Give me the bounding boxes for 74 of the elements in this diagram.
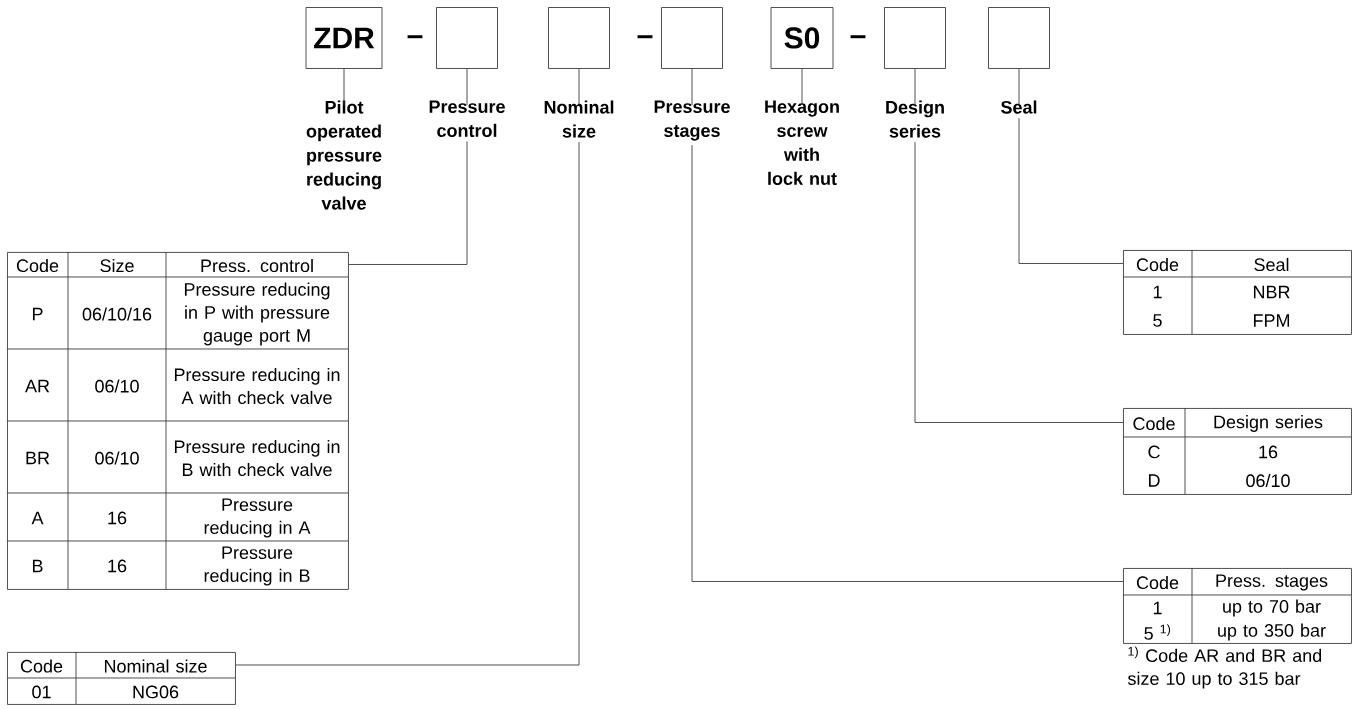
- table-cell: 1: [1153, 601, 1162, 615]
- table-cell: 16: [1259, 445, 1278, 459]
- table-cell: FPM: [1254, 314, 1290, 327]
- table-cell: Pressure reducing in B with check valve: [174, 439, 340, 477]
- code-box: S0: [770, 7, 834, 69]
- code-table: [1122, 407, 1352, 495]
- table-cell: 01: [32, 685, 51, 699]
- field-label: Pilot operated pressure reducing valve: [306, 100, 382, 210]
- table-cell: C: [1148, 445, 1160, 459]
- table-cell: 5: [1153, 314, 1162, 327]
- field-label: Pressure control: [429, 100, 505, 137]
- table-cell: up to 70 bar: [1223, 599, 1321, 617]
- table-cell: NBR: [1254, 285, 1290, 299]
- table-cell: Seal: [1254, 257, 1289, 272]
- table-cell: Size: [100, 258, 134, 273]
- field-label: Hexagon screw with lock nut: [765, 100, 839, 185]
- leader-line: [914, 68, 916, 106]
- table-cell: A: [31, 511, 44, 525]
- table-cell: 16: [108, 511, 127, 525]
- table-cell: Pressure reducing in A with check valve: [174, 367, 340, 405]
- table-cell: D: [1149, 474, 1160, 487]
- table-cell: Press. control: [201, 258, 313, 273]
- table-cell: Pressure reducing in A: [204, 498, 311, 538]
- table-cell: Nominal size: [104, 659, 207, 673]
- field-label: Seal: [1001, 100, 1037, 114]
- table-cell: P: [33, 307, 43, 321]
- leader-line: [343, 68, 345, 106]
- leader-line: [691, 144, 1124, 582]
- field-label: Pressure stages: [654, 100, 730, 141]
- table-cell: 16: [108, 559, 127, 573]
- table-cell: Code: [20, 659, 63, 673]
- code-box: [661, 7, 723, 69]
- code-box: [988, 7, 1050, 69]
- field-label: Design series: [886, 100, 944, 138]
- leader-line: [1018, 117, 1124, 264]
- code-box: ZDR: [305, 7, 383, 69]
- table-cell: AR: [25, 379, 50, 393]
- table-cell: up to 350 bar: [1218, 623, 1326, 641]
- code-box: [436, 7, 498, 69]
- table-cell: BR: [26, 451, 50, 465]
- leader-line: [348, 141, 468, 265]
- code-table: [1122, 567, 1352, 644]
- table-cell: 5 $^{1)}$: [1144, 624, 1171, 640]
- leader-line: [235, 141, 580, 666]
- table-cell: Code: [1136, 575, 1179, 590]
- table-cell: NG06: [133, 685, 179, 699]
- code-table: [6, 651, 236, 705]
- table-cell: 1: [1153, 285, 1162, 299]
- table-cell: B: [33, 559, 43, 573]
- leader-line: [1018, 68, 1020, 106]
- table-cell: 06/10: [95, 451, 139, 465]
- table-cell: Pressure reducing in P with pressure gauge port M: [184, 282, 330, 346]
- table-cell: 06/10: [95, 379, 139, 393]
- code-table: [6, 251, 349, 590]
- field-label: Nominal size: [544, 100, 614, 138]
- leader-line: [578, 68, 580, 106]
- code-table: [1122, 249, 1352, 335]
- table-cell: Pressure reducing in B: [204, 546, 310, 586]
- table-cell: Code: [1136, 257, 1179, 272]
- table-cell: Code: [16, 258, 59, 273]
- separator-dash: –: [407, 35, 423, 39]
- table-cell: Design series: [1214, 415, 1323, 432]
- leader-line: [914, 141, 1124, 423]
- code-box: [548, 7, 610, 69]
- table-cell: 06/10/16: [82, 307, 152, 321]
- table-cell: 06/10: [1246, 473, 1290, 488]
- table-cell: Press. stages: [1216, 574, 1328, 591]
- leader-line: [466, 68, 468, 106]
- separator-dash: –: [637, 35, 653, 39]
- leader-line: [691, 68, 693, 106]
- code-box: [884, 7, 946, 69]
- table-cell: Code: [1133, 416, 1175, 431]
- leader-line: [801, 68, 803, 106]
- separator-dash: –: [850, 35, 866, 39]
